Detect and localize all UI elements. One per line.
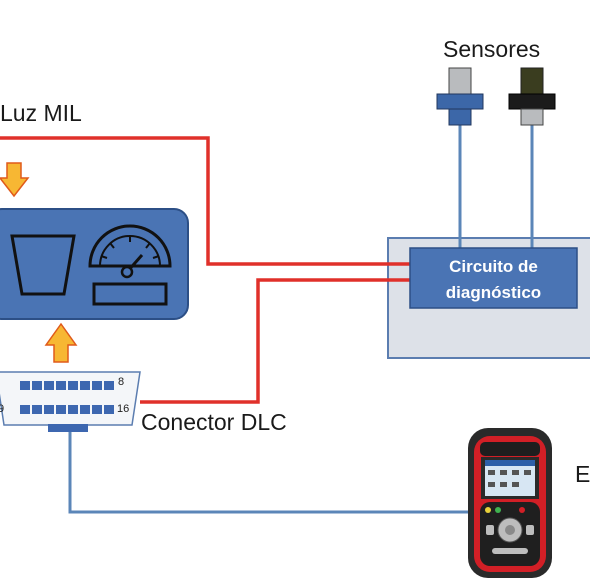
dashboard-gauge-icon xyxy=(0,208,189,320)
mil-light-label: Luz MIL xyxy=(0,100,82,126)
grey-sensor-icon xyxy=(436,67,484,126)
pin-9-label: 9 xyxy=(0,403,5,415)
pin-16-label: 16 xyxy=(117,403,130,415)
mil-wire xyxy=(0,136,412,266)
scanner-wire xyxy=(68,432,488,514)
sensors-label: Sensores xyxy=(443,36,541,62)
circuit-label-line-2: diagnóstico xyxy=(445,283,542,302)
obd-connector-icon xyxy=(0,371,141,432)
pin-8-label: 8 xyxy=(118,376,125,388)
obd-scanner-device-icon xyxy=(468,428,552,578)
scanner-label: E xyxy=(575,461,590,487)
black-sensor-icon xyxy=(508,67,556,126)
arrow-down-icon xyxy=(0,162,30,198)
circuit-box xyxy=(409,247,578,309)
arrow-up-icon xyxy=(44,322,78,363)
dlc-connector-label: Conector DLC xyxy=(141,409,287,435)
dlc-wire xyxy=(140,278,412,404)
circuit-label-line-1: Circuito de xyxy=(449,257,538,276)
